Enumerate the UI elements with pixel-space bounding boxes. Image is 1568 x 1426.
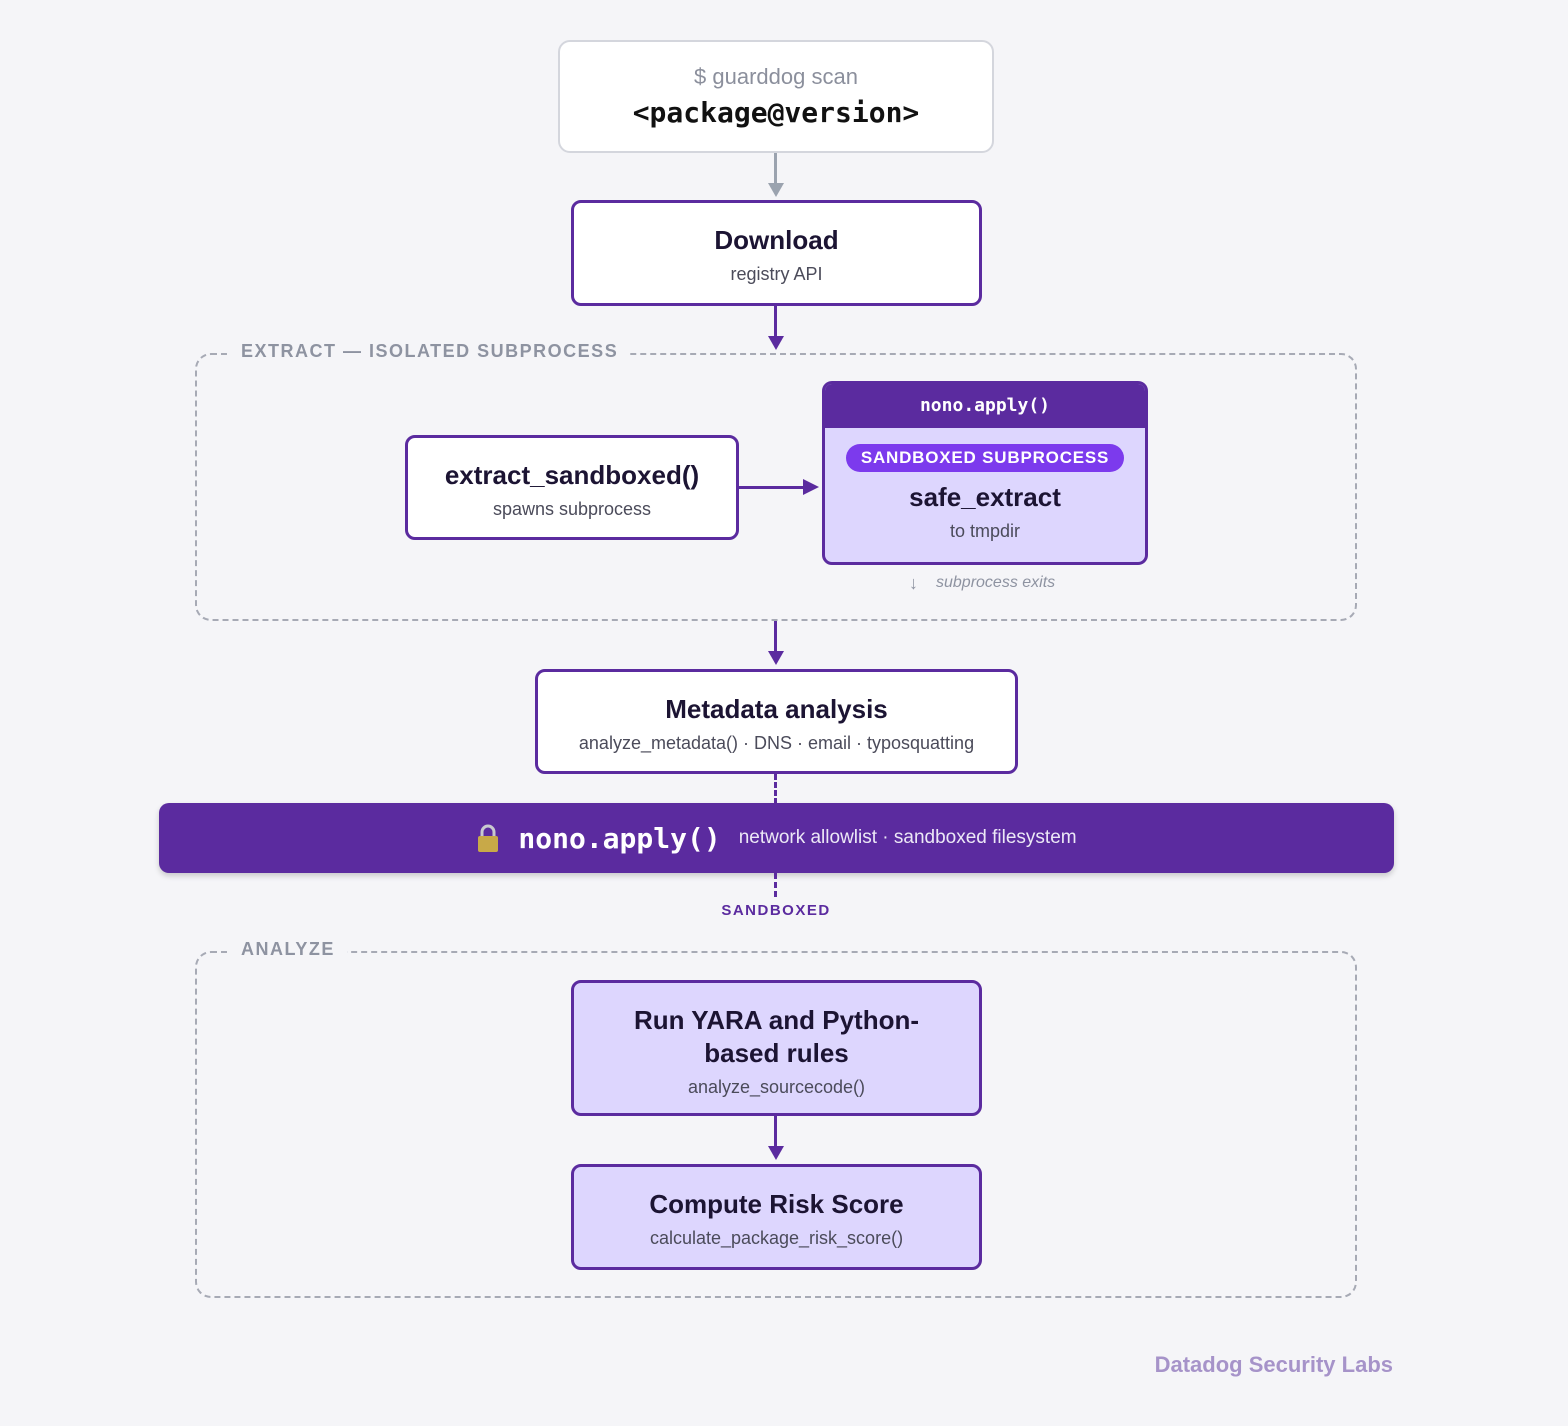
cli-command-box: $ guarddog scan <package@version> [558, 40, 994, 153]
down-arrow-icon: ↓ [909, 573, 918, 593]
dashed-connector-metadata-to-bar [774, 774, 777, 804]
safe-extract-title: safe_extract [909, 482, 1061, 512]
arrow-download-to-extract [774, 306, 777, 338]
metadata-title: Metadata analysis [665, 694, 888, 724]
arrowhead-rules-to-risk [768, 1146, 784, 1160]
metadata-subtitle: analyze_metadata() · DNS · email · typos… [578, 733, 975, 753]
risk-title: Compute Risk Score [649, 1189, 904, 1219]
extract-sandboxed-title: extract_sandboxed() [444, 460, 700, 490]
sandboxed-subprocess-badge: SANDBOXED SUBPROCESS [845, 444, 1125, 472]
extract-group [195, 353, 1357, 621]
nono-apply-code: nono.apply() [518, 821, 721, 855]
cli-argument: <package@version> [632, 96, 920, 129]
download-title: Download [714, 225, 839, 255]
nono-apply-description: network allowlist · sandboxed filesystem [738, 827, 1077, 848]
arrow-rules-to-risk [774, 1116, 777, 1148]
arrowhead-extract-to-metadata [768, 651, 784, 665]
sandbox-subprocess-box: nono.apply() SANDBOXED SUBPROCESS safe_e… [822, 381, 1148, 565]
analyze-group [195, 951, 1357, 1298]
sandboxed-label: SANDBOXED [721, 902, 831, 919]
cli-prefix: $ guarddog scan [694, 64, 858, 89]
risk-subtitle: calculate_package_risk_score() [649, 1228, 904, 1248]
arrow-cli-to-download [774, 153, 777, 185]
download-box: Download registry API [571, 200, 982, 306]
sandbox-header: nono.apply() [825, 384, 1145, 428]
rules-title-line1: Run YARA and Python- [633, 1005, 920, 1035]
safe-extract-subtitle: to tmpdir [949, 521, 1021, 541]
dashed-connector-bar-to-label [774, 873, 777, 897]
yara-rules-box: Run YARA and Python- based rules analyze… [571, 980, 982, 1116]
extract-group-label: EXTRACT — ISOLATED SUBPROCESS [229, 341, 631, 362]
arrowhead-download-to-extract [768, 336, 784, 350]
risk-score-box: Compute Risk Score calculate_package_ris… [571, 1164, 982, 1270]
arrowhead-extract-to-sandbox [803, 479, 819, 495]
download-subtitle: registry API [730, 264, 823, 284]
lock-icon [476, 823, 500, 853]
extract-sandboxed-subtitle: spawns subprocess [492, 499, 652, 519]
subprocess-exits-note: subprocess exits [936, 574, 1056, 591]
nono-apply-bar: nono.apply() network allowlist · sandbox… [159, 803, 1394, 873]
arrow-extract-to-sandbox [739, 486, 805, 489]
metadata-analysis-box: Metadata analysis analyze_metadata() · D… [535, 669, 1018, 774]
arrowhead-cli-to-download [768, 183, 784, 197]
rules-subtitle: analyze_sourcecode() [687, 1077, 866, 1097]
footer-brand: Datadog Security Labs [1154, 1352, 1393, 1377]
extract-sandboxed-box: extract_sandboxed() spawns subprocess [405, 435, 739, 540]
arrow-extract-to-metadata [774, 621, 777, 653]
analyze-group-label: ANALYZE [229, 939, 347, 960]
rules-title-line2: based rules [704, 1038, 849, 1068]
